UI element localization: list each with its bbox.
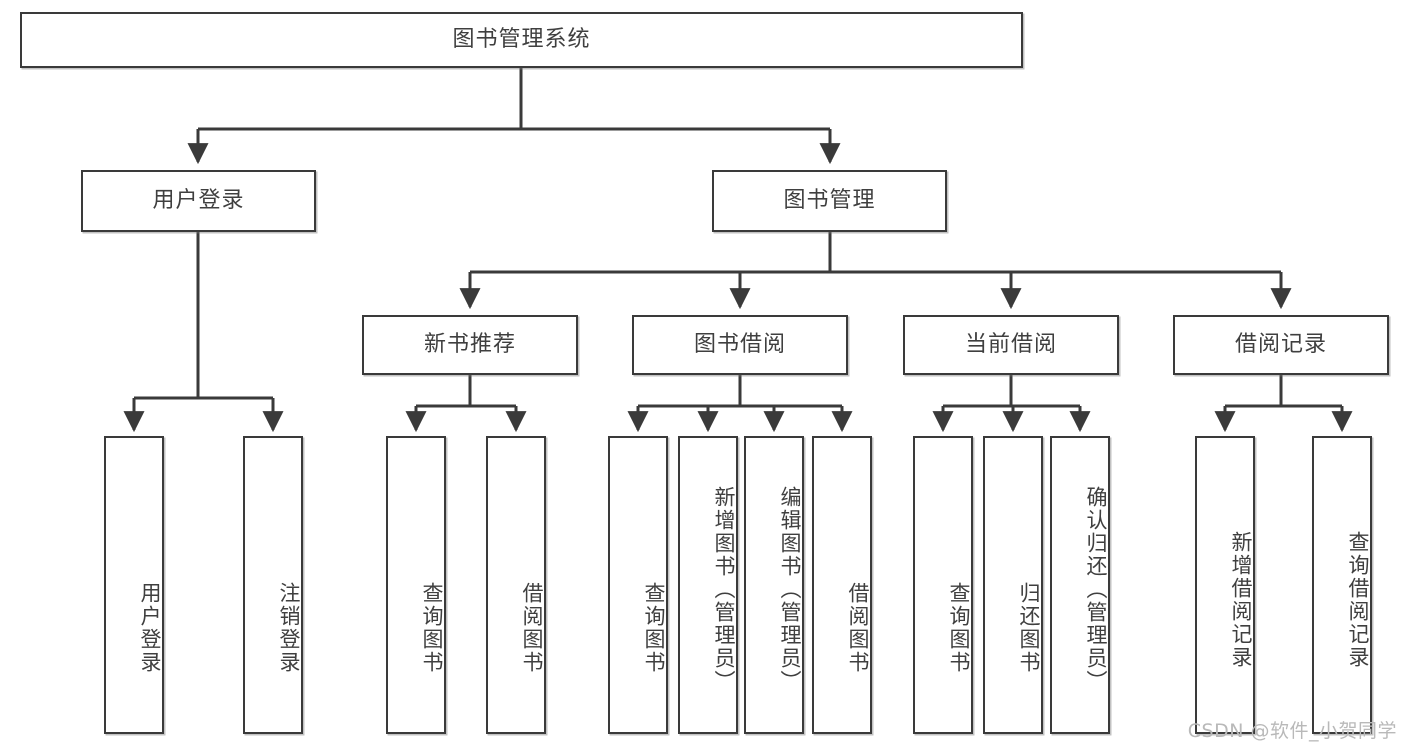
leaf-user-login[interactable]: 用户登录	[104, 436, 164, 734]
leaf-confirm-return-admin[interactable]: 确认归还（管理员）	[1050, 436, 1110, 734]
leaf-add-book-admin-label: 新增图书（管理员）	[712, 485, 736, 693]
leaf-current-query-books-label: 查询图书	[947, 582, 971, 674]
node-borrow-record-label: 借阅记录	[1234, 331, 1327, 357]
node-user-login-label: 用户登录	[152, 187, 245, 213]
leaf-logout[interactable]: 注销登录	[243, 436, 303, 734]
leaf-newbook-query-books-label: 查询图书	[420, 582, 444, 674]
leaf-newbook-query-books[interactable]: 查询图书	[386, 436, 446, 734]
leaf-borrow-books-label: 借阅图书	[846, 582, 870, 674]
leaf-newbook-borrow-books-label: 借阅图书	[520, 582, 544, 674]
leaf-return-books[interactable]: 归还图书	[983, 436, 1043, 734]
leaf-borrow-query-books[interactable]: 查询图书	[608, 436, 668, 734]
leaf-edit-book-admin-label: 编辑图书（管理员）	[778, 485, 802, 693]
node-root-label: 图书管理系统	[452, 26, 591, 52]
node-book-borrow[interactable]: 图书借阅	[632, 315, 848, 375]
leaf-current-query-books[interactable]: 查询图书	[913, 436, 973, 734]
leaf-add-borrow-record[interactable]: 新增借阅记录	[1195, 436, 1255, 734]
leaf-return-books-label: 归还图书	[1017, 582, 1041, 674]
leaf-confirm-return-admin-label: 确认归还（管理员）	[1084, 485, 1108, 693]
node-book-borrow-label: 图书借阅	[693, 331, 786, 357]
node-user-login[interactable]: 用户登录	[81, 170, 316, 232]
node-current-borrow-label: 当前借阅	[964, 331, 1057, 357]
node-new-book-recommend-label: 新书推荐	[423, 331, 516, 357]
leaf-query-borrow-record-label: 查询借阅记录	[1346, 531, 1370, 669]
csdn-watermark: CSDN @软件_小贺同学	[1187, 720, 1397, 742]
leaf-logout-label: 注销登录	[277, 582, 301, 674]
leaf-add-book-admin[interactable]: 新增图书（管理员）	[678, 436, 738, 734]
leaf-query-borrow-record[interactable]: 查询借阅记录	[1312, 436, 1372, 734]
leaf-borrow-query-books-label: 查询图书	[642, 582, 666, 674]
node-current-borrow[interactable]: 当前借阅	[903, 315, 1119, 375]
leaf-newbook-borrow-books[interactable]: 借阅图书	[486, 436, 546, 734]
node-new-book-recommend[interactable]: 新书推荐	[362, 315, 578, 375]
leaf-borrow-books[interactable]: 借阅图书	[812, 436, 872, 734]
node-book-management-label: 图书管理	[783, 187, 876, 213]
leaf-edit-book-admin[interactable]: 编辑图书（管理员）	[744, 436, 804, 734]
node-borrow-record[interactable]: 借阅记录	[1173, 315, 1389, 375]
leaf-add-borrow-record-label: 新增借阅记录	[1229, 531, 1253, 669]
leaf-user-login-label: 用户登录	[138, 582, 162, 674]
node-book-management[interactable]: 图书管理	[712, 170, 947, 232]
node-root[interactable]: 图书管理系统	[20, 12, 1023, 68]
